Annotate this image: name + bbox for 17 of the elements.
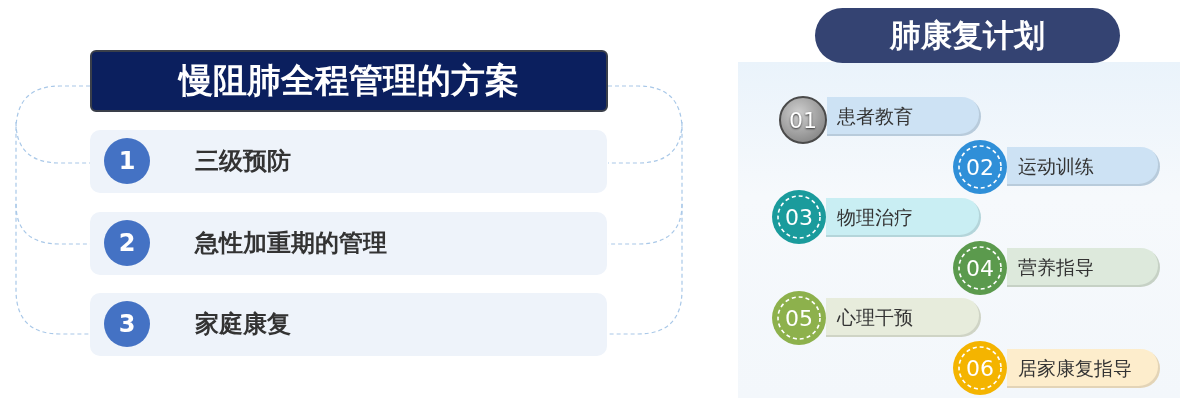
- item-bar: [90, 212, 607, 275]
- number-circle: 3: [104, 301, 150, 347]
- number-circle: 1: [104, 138, 150, 184]
- heading-banner: 肺康复计划: [815, 8, 1120, 63]
- item-label: 家庭康复: [195, 309, 291, 340]
- item-label-pill: 患者教育: [827, 97, 981, 136]
- item-label: 三级预防: [195, 146, 291, 177]
- heading-banner: 慢阻肺全程管理的方案: [90, 50, 608, 112]
- item-label-pill: 居家康复指导: [1007, 349, 1160, 388]
- item-bar: [90, 130, 607, 193]
- item-label: 急性加重期的管理: [195, 228, 387, 259]
- item-bar: [90, 293, 607, 356]
- item-label-pill: 心理干预: [826, 298, 981, 337]
- item-label-pill: 运动训练: [1007, 147, 1160, 186]
- number-circle: 2: [104, 220, 150, 266]
- item-label-pill: 物理治疗: [826, 198, 981, 237]
- item-label-pill: 营养指导: [1007, 248, 1160, 287]
